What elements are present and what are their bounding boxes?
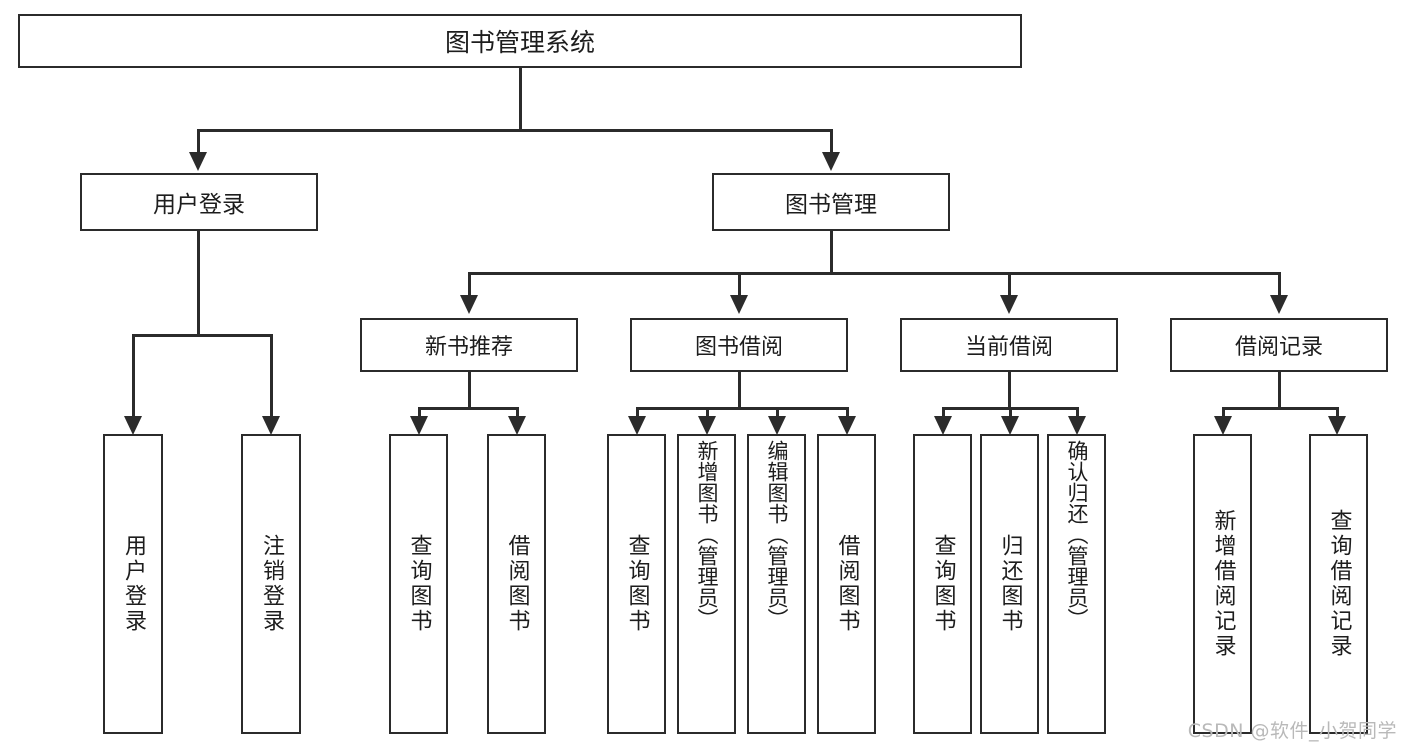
node-label: 查询图书 (624, 534, 650, 634)
connector-book-borrow-stem (738, 372, 741, 409)
node-leaf-borrow-book-2[interactable]: 借阅图书 (817, 434, 876, 734)
connector-user-login-drop-1 (132, 334, 135, 419)
node-label: 当前借阅 (964, 335, 1053, 360)
node-user-login[interactable]: 用户登录 (80, 173, 318, 231)
node-leaf-query-record[interactable]: 查询借阅记录 (1309, 434, 1368, 734)
node-new-book-rec[interactable]: 新书推荐 (360, 318, 578, 372)
arrow-leaf-borrow-book-2 (838, 416, 856, 435)
node-label: 新书推荐 (424, 335, 513, 360)
connector-book-borrow-bar (636, 407, 848, 410)
node-label: 注销登录 (259, 534, 284, 634)
node-label: 确认归还（管理员） (1065, 440, 1089, 629)
connector-user-login-stem (197, 231, 200, 336)
node-label: 新增图书（管理员） (695, 440, 719, 629)
node-label: 查询借阅记录 (1326, 509, 1352, 659)
connector-book-borrow-drop-1 (636, 407, 639, 419)
connector-user-login-bar (132, 334, 272, 337)
arrow-leaf-edit-book (768, 416, 786, 435)
arrow-leaf-query-record (1328, 416, 1346, 435)
node-leaf-query-book-2[interactable]: 查询图书 (607, 434, 666, 734)
connector-borrow-record-drop-1 (1222, 407, 1225, 419)
connector-current-borrow-drop-2 (1009, 407, 1012, 419)
arrow-leaf-user-login (124, 416, 142, 435)
connector-borrow-record-drop-2 (1336, 407, 1339, 419)
arrow-leaf-query-book-3 (934, 416, 952, 435)
connector-book-borrow-drop-4 (846, 407, 849, 419)
node-root-system[interactable]: 图书管理系统 (18, 14, 1022, 68)
connector-level3-bar (468, 272, 1280, 275)
arrow-leaf-add-record (1214, 416, 1232, 435)
connector-to-book-borrow (738, 272, 741, 297)
connector-borrow-record-stem (1278, 372, 1281, 409)
node-label: 借阅记录 (1234, 335, 1323, 360)
arrow-to-borrow-record (1270, 295, 1288, 314)
connector-book-borrow-drop-3 (776, 407, 779, 419)
node-label: 借阅图书 (834, 534, 860, 634)
node-label: 用户登录 (121, 534, 146, 634)
node-leaf-add-book[interactable]: 新增图书（管理员） (677, 434, 736, 734)
connector-root-stem (519, 68, 522, 130)
node-label: 图书管理系统 (444, 28, 595, 57)
arrow-leaf-query-book-2 (628, 416, 646, 435)
arrow-to-new-book-rec (460, 295, 478, 314)
connector-to-user-login (197, 129, 200, 155)
node-borrow-record[interactable]: 借阅记录 (1170, 318, 1388, 372)
node-label: 归还图书 (997, 534, 1023, 634)
node-label: 用户登录 (153, 192, 245, 218)
arrow-to-current-borrow (1000, 295, 1018, 314)
node-leaf-edit-book[interactable]: 编辑图书（管理员） (747, 434, 806, 734)
node-leaf-query-book-1[interactable]: 查询图书 (389, 434, 448, 734)
node-label: 图书管理 (785, 192, 877, 218)
node-leaf-user-logout[interactable]: 注销登录 (241, 434, 301, 734)
connector-current-borrow-stem (1008, 372, 1011, 409)
connector-to-current-borrow (1008, 272, 1011, 297)
connector-to-book-manage (830, 129, 833, 155)
arrow-to-book-borrow (730, 295, 748, 314)
connector-current-borrow-drop-1 (942, 407, 945, 419)
arrow-leaf-borrow-book-1 (508, 416, 526, 435)
node-label: 查询图书 (930, 534, 956, 634)
node-label: 编辑图书（管理员） (765, 440, 789, 629)
node-leaf-confirm-return[interactable]: 确认归还（管理员） (1047, 434, 1106, 734)
connector-new-book-rec-drop-2 (516, 407, 519, 419)
node-label: 借阅图书 (504, 534, 530, 634)
connector-book-manage-stem (830, 231, 833, 274)
node-leaf-return-book[interactable]: 归还图书 (980, 434, 1039, 734)
connector-book-borrow-drop-2 (706, 407, 709, 419)
connector-new-book-rec-stem (468, 372, 471, 409)
node-label: 查询图书 (406, 534, 432, 634)
node-leaf-borrow-book-1[interactable]: 借阅图书 (487, 434, 546, 734)
connector-level2-bar (197, 129, 832, 132)
arrow-leaf-return-book (1001, 416, 1019, 435)
arrow-leaf-add-book (698, 416, 716, 435)
node-current-borrow[interactable]: 当前借阅 (900, 318, 1118, 372)
node-leaf-user-login[interactable]: 用户登录 (103, 434, 163, 734)
watermark-text: CSDN @软件_小贺同学 (1187, 720, 1397, 742)
connector-new-book-rec-bar (418, 407, 518, 410)
connector-to-borrow-record (1278, 272, 1281, 297)
node-label: 新增借阅记录 (1210, 509, 1236, 659)
arrow-to-user-login (189, 152, 207, 171)
connector-to-new-book-rec (468, 272, 471, 297)
arrow-to-book-manage (822, 152, 840, 171)
arrow-leaf-query-book-1 (410, 416, 428, 435)
node-book-borrow[interactable]: 图书借阅 (630, 318, 848, 372)
connector-current-borrow-drop-3 (1076, 407, 1079, 419)
arrow-leaf-user-logout (262, 416, 280, 435)
node-leaf-add-record[interactable]: 新增借阅记录 (1193, 434, 1252, 734)
node-leaf-query-book-3[interactable]: 查询图书 (913, 434, 972, 734)
node-book-manage[interactable]: 图书管理 (712, 173, 950, 231)
connector-new-book-rec-drop-1 (418, 407, 421, 419)
connector-borrow-record-bar (1222, 407, 1338, 410)
arrow-leaf-confirm-return (1068, 416, 1086, 435)
connector-user-login-drop-2 (270, 334, 273, 419)
node-label: 图书借阅 (694, 335, 783, 360)
